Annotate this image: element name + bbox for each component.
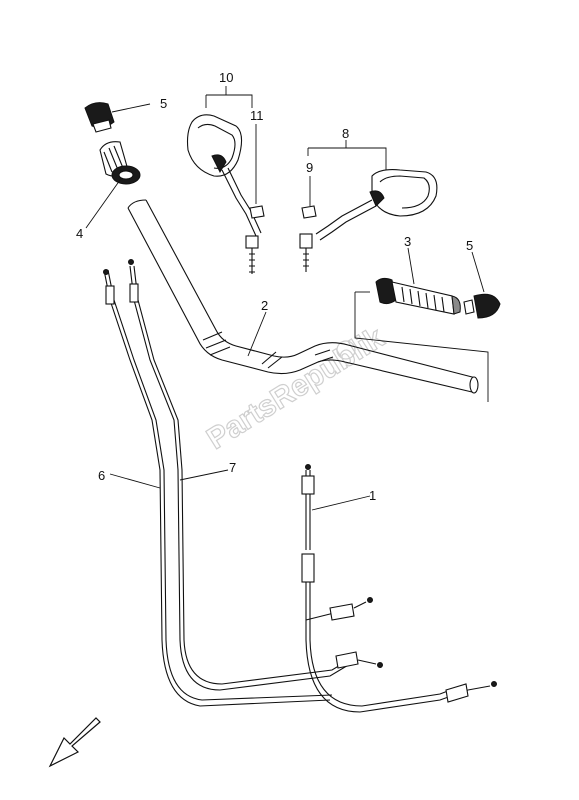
label-part-3: 3	[404, 234, 411, 249]
label-part-2: 2	[261, 298, 268, 313]
left-grip[interactable]	[99, 141, 141, 185]
cable-6[interactable]	[103, 269, 333, 707]
right-mirror[interactable]	[299, 169, 438, 272]
right-grip[interactable]	[375, 277, 461, 315]
left-grip-end[interactable]	[84, 102, 115, 133]
label-part-10: 10	[219, 70, 233, 85]
left-mirror-nut[interactable]	[249, 205, 265, 219]
right-grip-end[interactable]	[463, 293, 501, 319]
label-part-9: 9	[306, 160, 313, 175]
cable-7[interactable]	[128, 259, 383, 691]
label-part-5-left: 5	[160, 96, 167, 111]
throttle-cable[interactable]	[301, 464, 497, 713]
label-part-11: 11	[250, 108, 264, 123]
watermark: PartsRepublik	[201, 320, 391, 456]
part-labels: 1 2 3 4 5 5 6 7 8 9 10 11	[76, 70, 473, 503]
leader-lines	[85, 86, 485, 511]
label-part-1: 1	[369, 488, 376, 503]
watermark-text: PartsRepublik	[201, 321, 390, 456]
left-mirror[interactable]	[186, 114, 262, 274]
label-part-7: 7	[229, 460, 236, 475]
label-part-5-right: 5	[466, 238, 473, 253]
label-part-6: 6	[98, 468, 105, 483]
label-part-4: 4	[76, 226, 83, 241]
watermark-logo-icon	[336, 340, 356, 360]
label-part-8: 8	[342, 126, 349, 141]
right-mirror-nut[interactable]	[301, 205, 317, 219]
front-direction-arrow-icon	[48, 717, 101, 768]
right-grip-bracket	[354, 291, 489, 402]
handlebar[interactable]	[127, 199, 479, 394]
